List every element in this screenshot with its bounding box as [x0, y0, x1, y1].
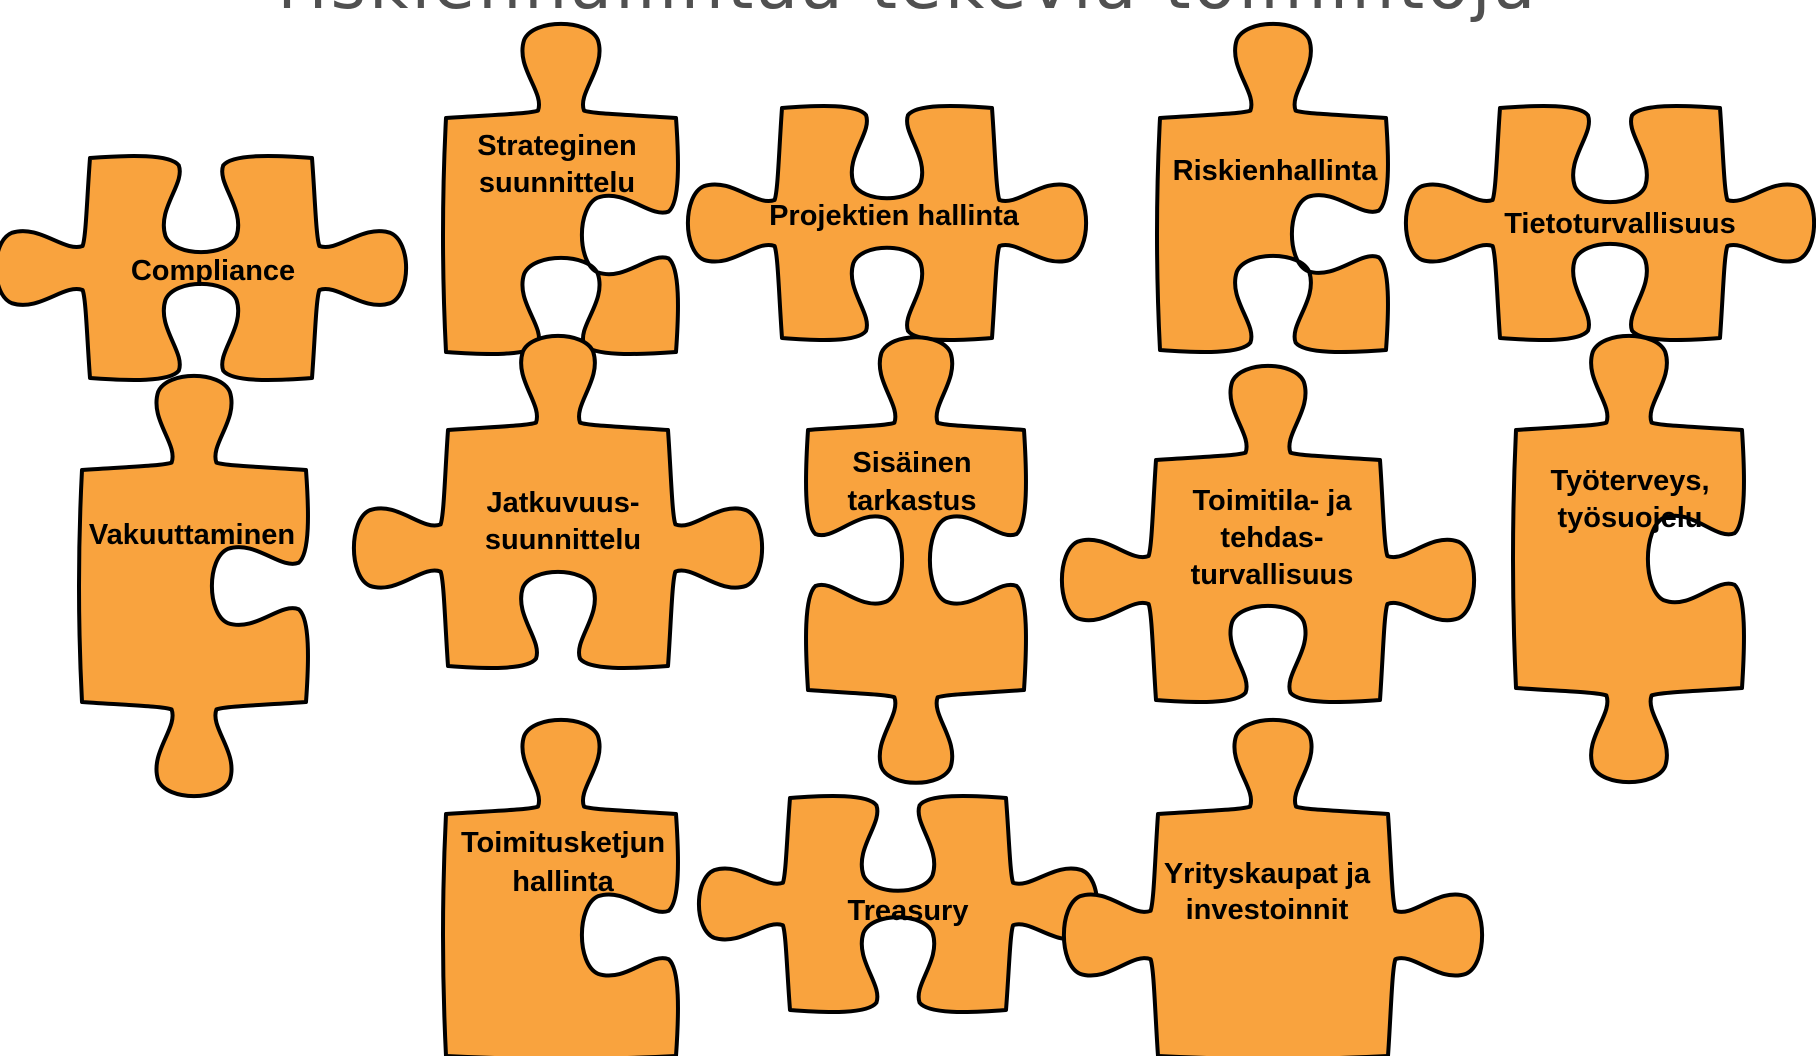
puzzle-piece-label: työsuojelu: [1557, 502, 1702, 534]
puzzle-piece-label: Vakuuttaminen: [89, 519, 295, 551]
puzzle-piece-label: Toimitila- ja: [1193, 485, 1353, 517]
puzzle-piece-shape: [441, 22, 680, 356]
puzzle-piece-vakuuttaminen: Vakuuttaminen: [77, 373, 310, 799]
puzzle-piece-label: Compliance: [131, 255, 295, 287]
puzzle-piece-shape: [1511, 334, 1746, 784]
puzzle-piece-shape: [1062, 718, 1484, 1056]
puzzle-piece-shape: [0, 154, 409, 382]
puzzle-piece-tyoterveys: Työterveys, työsuojelu: [1511, 334, 1746, 784]
page-title: riskienhallintaa tekeviä toimintoja: [0, 0, 1816, 20]
puzzle-piece-label: Strateginen: [477, 130, 637, 162]
puzzle-piece-toimitusketju: Toimitusketjun hallinta: [441, 718, 680, 1056]
puzzle-piece-label: Tietoturvallisuus: [1504, 208, 1736, 240]
puzzle-piece-shape: [441, 718, 680, 1056]
puzzle-piece-label: Treasury: [848, 895, 969, 927]
puzzle-piece-label: tehdas-: [1220, 522, 1323, 554]
puzzle-piece-riskienhallinta: Riskienhallinta: [1155, 22, 1390, 354]
puzzle-piece-label: Sisäinen: [852, 447, 971, 479]
puzzle-piece-label: investoinnit: [1186, 894, 1349, 926]
puzzle-piece-shape: [77, 373, 310, 799]
puzzle-piece-compliance: Compliance: [0, 154, 409, 382]
puzzle-piece-label: turvallisuus: [1191, 559, 1354, 591]
puzzle-piece-label: Työterveys,: [1550, 465, 1709, 497]
puzzle-piece-label: suunnittelu: [485, 524, 641, 556]
puzzle-piece-label: hallinta: [512, 866, 614, 898]
puzzle-piece-projektien: Projektien hallinta: [686, 104, 1088, 342]
puzzle-piece-label: Jatkuvuus-: [486, 487, 639, 519]
puzzle-piece-tietoturvallisuus: Tietoturvallisuus: [1404, 104, 1816, 342]
puzzle-piece-treasury: Treasury: [696, 794, 1100, 1014]
puzzle-piece-shape: [1155, 22, 1390, 354]
puzzle-piece-label: tarkastus: [848, 485, 977, 517]
puzzle-piece-jatkuvuus: Jatkuvuus-suunnittelu: [352, 333, 764, 670]
puzzle-piece-label: suunnittelu: [479, 167, 635, 199]
puzzle-piece-shape: [352, 333, 764, 670]
puzzle-piece-toimitila: Toimitila- ja tehdas-turvallisuus: [1060, 363, 1476, 704]
puzzle-piece-label: Toimitusketjun: [461, 827, 665, 859]
puzzle-piece-shape: [804, 335, 1028, 785]
puzzle-piece-shape: [1404, 104, 1816, 342]
puzzle-piece-label: Yrityskaupat ja: [1164, 858, 1371, 890]
puzzle-piece-yrityskaupat: Yrityskaupat ja investoinnit: [1062, 718, 1484, 1056]
puzzle-piece-shape: [686, 104, 1088, 342]
puzzle-piece-sisainen: Sisäinen tarkastus: [804, 335, 1028, 785]
puzzle-piece-label: Riskienhallinta: [1173, 155, 1379, 187]
puzzle-piece-strateginen: Strateginen suunnittelu: [441, 22, 680, 356]
puzzle-piece-shape: [1060, 363, 1476, 704]
puzzle-piece-label: Projektien hallinta: [769, 200, 1020, 232]
puzzle-piece-shape: [696, 794, 1100, 1014]
